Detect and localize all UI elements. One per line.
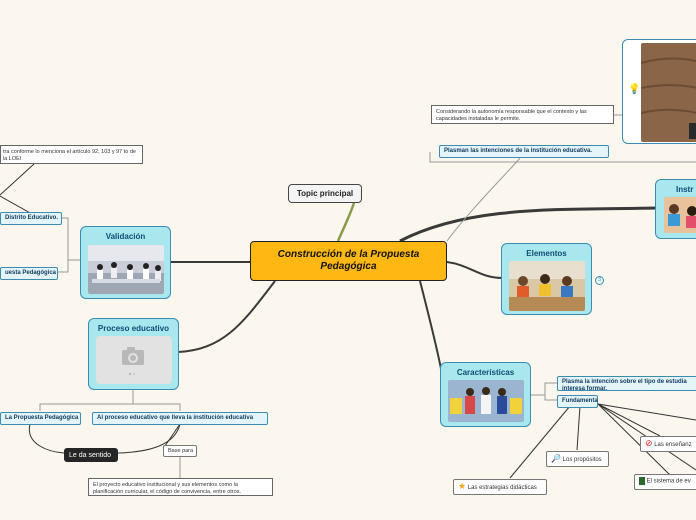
propositos-label: Los propósitos [563, 457, 602, 463]
propositos-leaf[interactable]: 🔎 Los propósitos [546, 451, 609, 467]
base-para-label[interactable]: Base para [163, 445, 197, 457]
sistema-label: El sistema de ev [647, 479, 691, 485]
plasman-intenciones[interactable]: Plasman las intenciones de la institució… [439, 145, 609, 158]
instr-title: Instr [656, 185, 696, 194]
fundamenta[interactable]: Fundamenta [557, 395, 598, 408]
image-node[interactable]: 💡 [622, 39, 696, 144]
sistema-leaf[interactable]: El sistema de ev [634, 474, 696, 490]
validacion-node[interactable]: Validación [80, 226, 171, 299]
validacion-photo [88, 245, 164, 294]
instr-photo [664, 197, 696, 233]
elementos-node[interactable]: Elementos [501, 243, 592, 315]
proceso-propuesta[interactable]: La Propuesta Pedagógica [0, 412, 81, 425]
central-topic-label: Construcción de la Propuesta Pedagógica [265, 249, 432, 273]
no-entry-icon: ⊘ [645, 438, 653, 448]
validacion-propuesta[interactable]: uesta Pedagógica [0, 267, 58, 280]
ensenanzas-label: Las enseñanz [654, 442, 691, 448]
elementos-title: Elementos [502, 249, 591, 258]
proceso-educativo-node[interactable]: Proceso educativo [88, 318, 179, 390]
plasma-intencion[interactable]: Plasma la intención sobre el tipo de est… [557, 376, 696, 391]
instr-node[interactable]: Instr [655, 179, 696, 239]
validacion-distrito[interactable]: Distrito Educativo. [0, 212, 62, 225]
wood-photo [641, 43, 696, 142]
elementos-photo [509, 261, 585, 311]
topic-principal[interactable]: Topic principal [288, 184, 362, 203]
star-icon: ★ [458, 481, 466, 491]
elementos-collapse-count[interactable]: 3 [595, 276, 604, 285]
estrategias-label: Las estrategias didácticas [468, 485, 537, 491]
ensenanzas-leaf[interactable]: ⊘ Las enseñanz [640, 436, 696, 452]
magnifier-icon: 🔎 [551, 454, 561, 463]
le-da-sentido-label[interactable]: Le da sentido [64, 448, 118, 462]
top-right-note[interactable]: Considerando la autonomía responsable qu… [431, 105, 614, 124]
camera-icon [96, 336, 172, 384]
validacion-title: Validación [81, 232, 170, 241]
proceso-title: Proceso educativo [89, 324, 178, 333]
book-icon [639, 477, 645, 485]
proceso-note[interactable]: El proyecto educativo institucional y su… [88, 478, 273, 496]
proceso-institucion[interactable]: Al proceso educativo que lleva la instit… [92, 412, 268, 425]
central-topic[interactable]: Construcción de la Propuesta Pedagógica [250, 241, 447, 281]
validacion-note[interactable]: tra conforme lo menciona el artículo 92,… [0, 145, 143, 164]
caracteristicas-node[interactable]: Características [440, 362, 531, 427]
estrategias-leaf[interactable]: ★ Las estrategias didácticas [453, 479, 547, 495]
caracteristicas-title: Características [441, 368, 530, 377]
lightbulb-icon: 💡 [628, 84, 640, 95]
caracteristicas-photo [448, 380, 524, 422]
